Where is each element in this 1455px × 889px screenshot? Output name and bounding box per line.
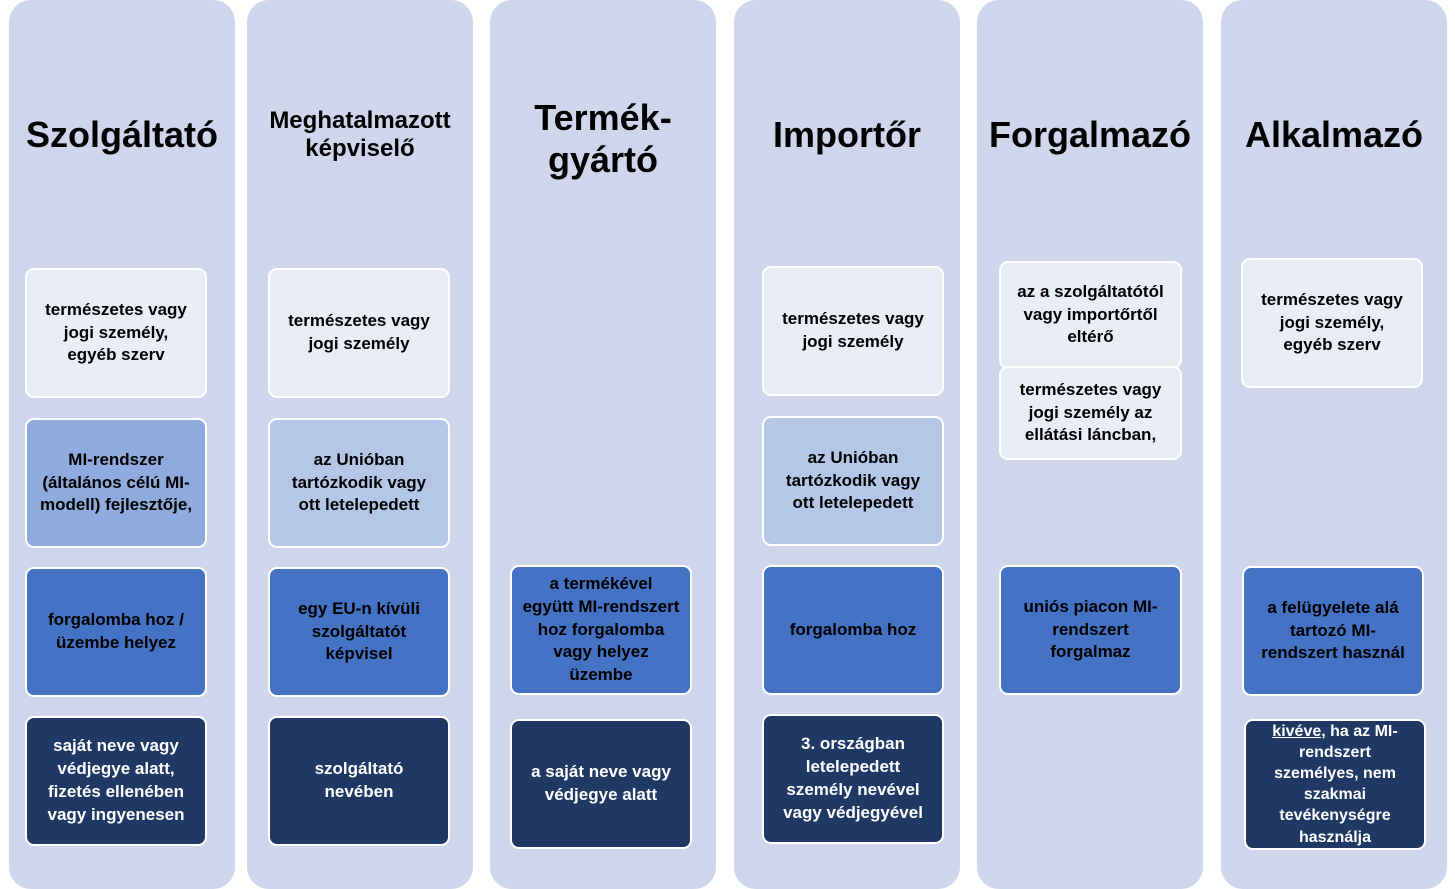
box-level-4: szolgáltató nevében xyxy=(268,716,450,846)
box-level-3: a felügyelete alá tartozó MI-rendszert h… xyxy=(1242,566,1424,696)
box-level-3: forgalomba hoz / üzembe helyez xyxy=(25,567,207,697)
column-termekgyarto: Termék-gyártó a termékével együtt MI-ren… xyxy=(490,0,716,889)
box-level-1: természetes vagy jogi személy xyxy=(762,266,944,396)
box-level-2: az Unióban tartózkodik vagy ott letelepe… xyxy=(268,418,450,548)
exception-underlined: kivéve xyxy=(1272,723,1322,740)
box-level-1: természetes vagy jogi személy, egyéb sze… xyxy=(25,268,207,398)
column-forgalmazo: Forgalmazó az a szolgáltatótól vagy impo… xyxy=(977,0,1203,889)
box-level-4: a saját neve vagy védjegye alatt xyxy=(510,719,692,849)
box-level-1b: természetes vagy jogi személy az ellátás… xyxy=(999,366,1182,460)
box-level-3: forgalomba hoz xyxy=(762,565,944,695)
exception-text: , ha az MI-rendszert személyes, nem szak… xyxy=(1274,723,1398,846)
box-level-1: az a szolgáltatótól vagy importőrtől elt… xyxy=(999,261,1182,369)
column-title: Importőr xyxy=(773,113,921,155)
column-meghatalmazott-kepviselo: Meghatalmazott képviselő természetes vag… xyxy=(247,0,473,889)
column-title: Alkalmazó xyxy=(1244,113,1424,155)
column-alkalmazo: Alkalmazó természetes vagy jogi személy,… xyxy=(1221,0,1447,889)
box-level-4: saját neve vagy védjegye alatt, fizetés … xyxy=(25,716,207,846)
box-level-3: a termékével együtt MI-rendszert hoz for… xyxy=(510,565,692,695)
column-szolgaltato: Szolgáltató természetes vagy jogi személ… xyxy=(9,0,235,889)
column-title: Szolgáltató xyxy=(25,113,218,155)
box-level-1: természetes vagy jogi személy, egyéb sze… xyxy=(1241,258,1423,388)
box-level-1: természetes vagy jogi személy xyxy=(268,268,450,398)
column-title: Meghatalmazott képviselő xyxy=(269,106,451,162)
box-level-2: az Unióban tartózkodik vagy ott letelepe… xyxy=(762,416,944,546)
column-title: Forgalmazó xyxy=(988,113,1192,155)
box-level-4-exception: kivéve, ha az MI-rendszert személyes, ne… xyxy=(1244,719,1426,850)
box-level-3: egy EU-n kívüli szolgáltatót képvisel xyxy=(268,567,450,697)
box-level-3: uniós piacon MI-rendszert forgalmaz xyxy=(999,565,1182,695)
box-level-4: 3. országban letelepedett személy nevéve… xyxy=(762,714,944,844)
box-level-2: MI-rendszer (általános célú MI-modell) f… xyxy=(25,418,207,548)
column-title: Termék-gyártó xyxy=(534,96,672,180)
column-importor: Importőr természetes vagy jogi személy a… xyxy=(734,0,960,889)
